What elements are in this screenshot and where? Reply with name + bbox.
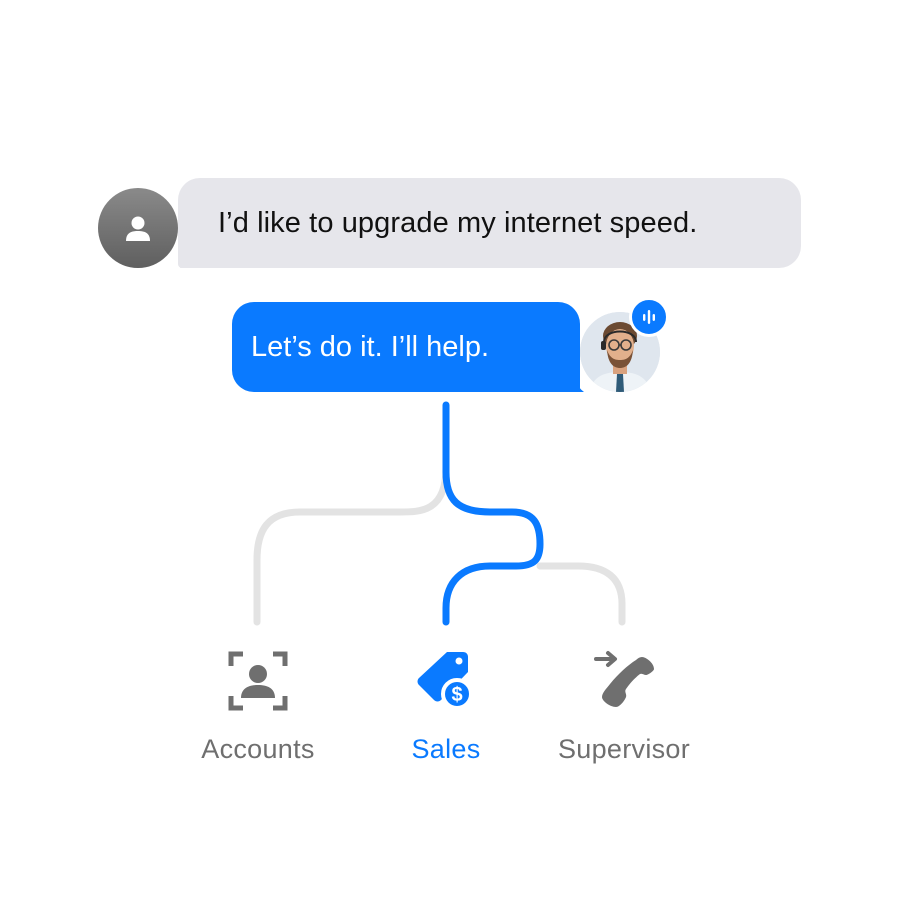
- destination-label: Supervisor: [557, 734, 691, 764]
- voice-badge: [629, 297, 669, 337]
- user-avatar: [98, 188, 178, 268]
- destination-label: Sales: [411, 734, 481, 764]
- price-tag-dollar-icon: $: [413, 648, 479, 714]
- account-id-icon: [225, 648, 291, 714]
- route-line-supervisor: [536, 562, 626, 626]
- voice-waveform-icon: [643, 310, 655, 324]
- destination-label: Accounts: [201, 734, 315, 764]
- route-line-accounts: [253, 464, 450, 626]
- destination-supervisor: Supervisor: [524, 648, 724, 765]
- destination-sales: $ Sales: [346, 648, 546, 765]
- agent-portrait: [580, 312, 660, 392]
- destination-accounts: Accounts: [158, 648, 358, 765]
- user-message-text: I’d like to upgrade my internet speed.: [218, 206, 698, 239]
- route-line-sales: [442, 401, 544, 626]
- svg-text:$: $: [451, 684, 462, 706]
- user-icon: [126, 216, 150, 241]
- agent-message-text: Let’s do it. I’ll help.: [251, 330, 490, 363]
- phone-transfer-icon: [591, 648, 657, 714]
- user-message-bubble: I’d like to upgrade my internet speed.: [178, 178, 801, 268]
- agent-message-bubble: Let’s do it. I’ll help.: [232, 302, 580, 392]
